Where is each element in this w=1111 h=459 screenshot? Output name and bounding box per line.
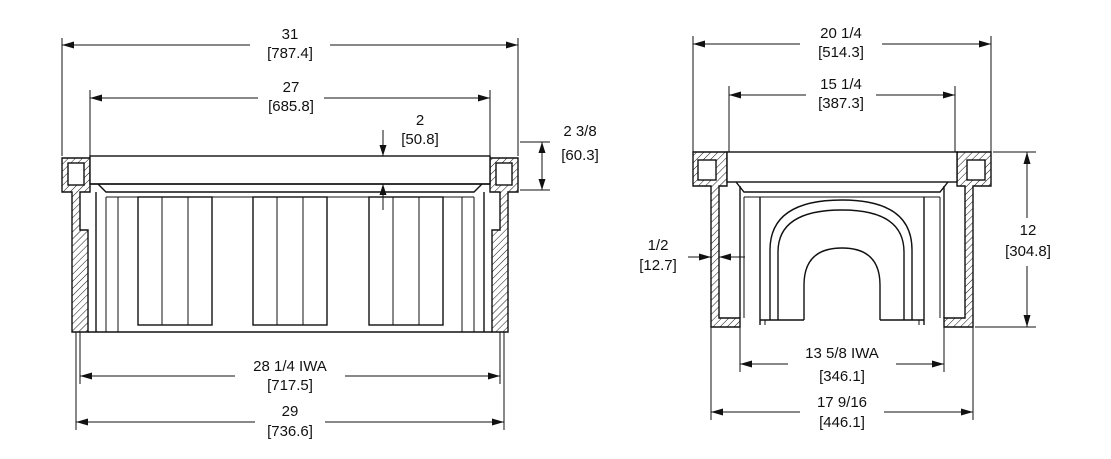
front-inside-width-value: 28 1/4 IWA [253,358,327,375]
side-flange-pocket-left [697,159,717,181]
side-dim-grate-width: 15 1/4 [387.3] [728,76,956,152]
side-total-height-metric: [304.8] [1005,243,1051,260]
side-dim-inside-width: 13 5/8 IWA [346.1] [739,327,945,385]
front-overall-width-metric: [787.4] [267,45,313,62]
front-dim-grate-width: 27 [685.8] [89,79,491,156]
front-grate-width-metric: [685.8] [268,98,314,115]
front-dim-grate-depth: 2 [50.8] [379,112,439,210]
side-inside-width-value: 13 5/8 IWA [805,345,879,362]
side-overall-width-value: 20 1/4 [820,25,862,42]
side-dim-total-height: 12 [304.8] [975,151,1051,328]
side-overall-width-metric: [514.3] [818,44,864,61]
front-view: 31 [787.4] 27 [685.8] 2 [50.8] [61,26,599,440]
side-total-height-value: 12 [1020,222,1037,239]
side-outside-width-value: 17 9/16 [817,394,867,411]
front-dim-inside-width: 28 1/4 IWA [717.5] [79,332,501,394]
front-frame-height-value: 2 3/8 [563,123,596,140]
side-outside-width-metric: [446.1] [819,414,865,431]
side-flange-pocket-right [966,159,986,181]
front-grate-depth-value: 2 [416,112,424,129]
side-grate-width-value: 15 1/4 [820,76,862,93]
front-grate-depth-metric: [50.8] [401,131,439,148]
side-inside-width-metric: [346.1] [819,368,865,385]
side-grate-top [726,151,958,183]
front-grate-bars [117,196,463,332]
front-flange-pocket-left [67,162,85,186]
front-grate-width-value: 27 [283,79,300,96]
front-grate-top [89,155,491,185]
side-view: 20 1/4 [514.3] 15 1/4 [387.3] 1/2 [12.7] [639,25,1051,431]
side-grate-width-metric: [387.3] [818,95,864,112]
side-arch-body [759,197,925,325]
side-wall-thickness-metric: [12.7] [639,257,677,274]
side-dim-wall-thickness: 1/2 [12.7] [639,237,745,274]
front-outside-width-value: 29 [282,403,299,420]
front-frame-height-metric: [60.3] [561,147,599,164]
front-outside-width-metric: [736.6] [267,423,313,440]
front-dim-outside-width: 29 [736.6] [75,332,505,440]
front-inside-width-metric: [717.5] [267,377,313,394]
front-flange-pocket-right [495,162,513,186]
front-overall-width-value: 31 [282,26,299,43]
side-wall-thickness-value: 1/2 [648,237,669,254]
side-dim-overall-width: 20 1/4 [514.3] [692,25,992,152]
front-dim-overall-width: 31 [787.4] [61,26,519,156]
side-dim-outside-width: 17 9/16 [446.1] [710,327,974,431]
front-dim-frame-height: 2 3/8 [60.3] [520,123,599,191]
